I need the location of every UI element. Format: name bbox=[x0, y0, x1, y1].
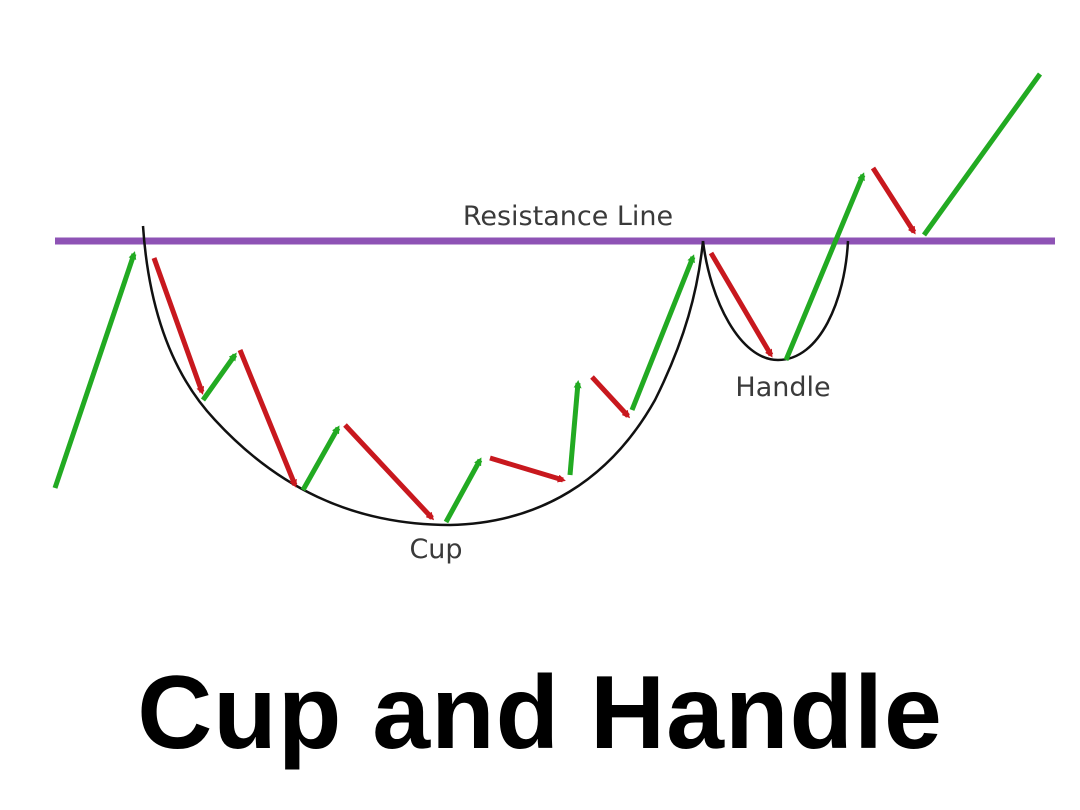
up-arrow bbox=[52, 251, 137, 489]
down-arrow bbox=[590, 375, 631, 419]
resistance-line-label: Resistance Line bbox=[463, 201, 673, 232]
down-arrow bbox=[870, 166, 917, 235]
up-arrow bbox=[921, 72, 1043, 237]
cup-label: Cup bbox=[409, 534, 462, 565]
page-title: Cup and Handle bbox=[137, 655, 943, 771]
cup-curve bbox=[141, 225, 705, 527]
down-arrow bbox=[343, 423, 435, 521]
trend-arrows bbox=[52, 72, 1043, 524]
up-arrow bbox=[443, 457, 483, 524]
cup-and-handle-diagram: Resistance Line Cup Handle bbox=[52, 72, 1055, 565]
down-arrow bbox=[237, 349, 298, 488]
up-arrow bbox=[300, 425, 341, 492]
handle-label: Handle bbox=[735, 372, 830, 403]
down-arrow bbox=[489, 455, 566, 483]
up-arrow bbox=[629, 254, 696, 411]
down-arrow bbox=[151, 257, 205, 395]
up-arrow bbox=[567, 380, 582, 476]
up-arrow bbox=[200, 352, 238, 402]
down-arrow bbox=[708, 251, 774, 358]
handle-curve bbox=[701, 240, 850, 362]
up-arrow bbox=[783, 172, 866, 361]
